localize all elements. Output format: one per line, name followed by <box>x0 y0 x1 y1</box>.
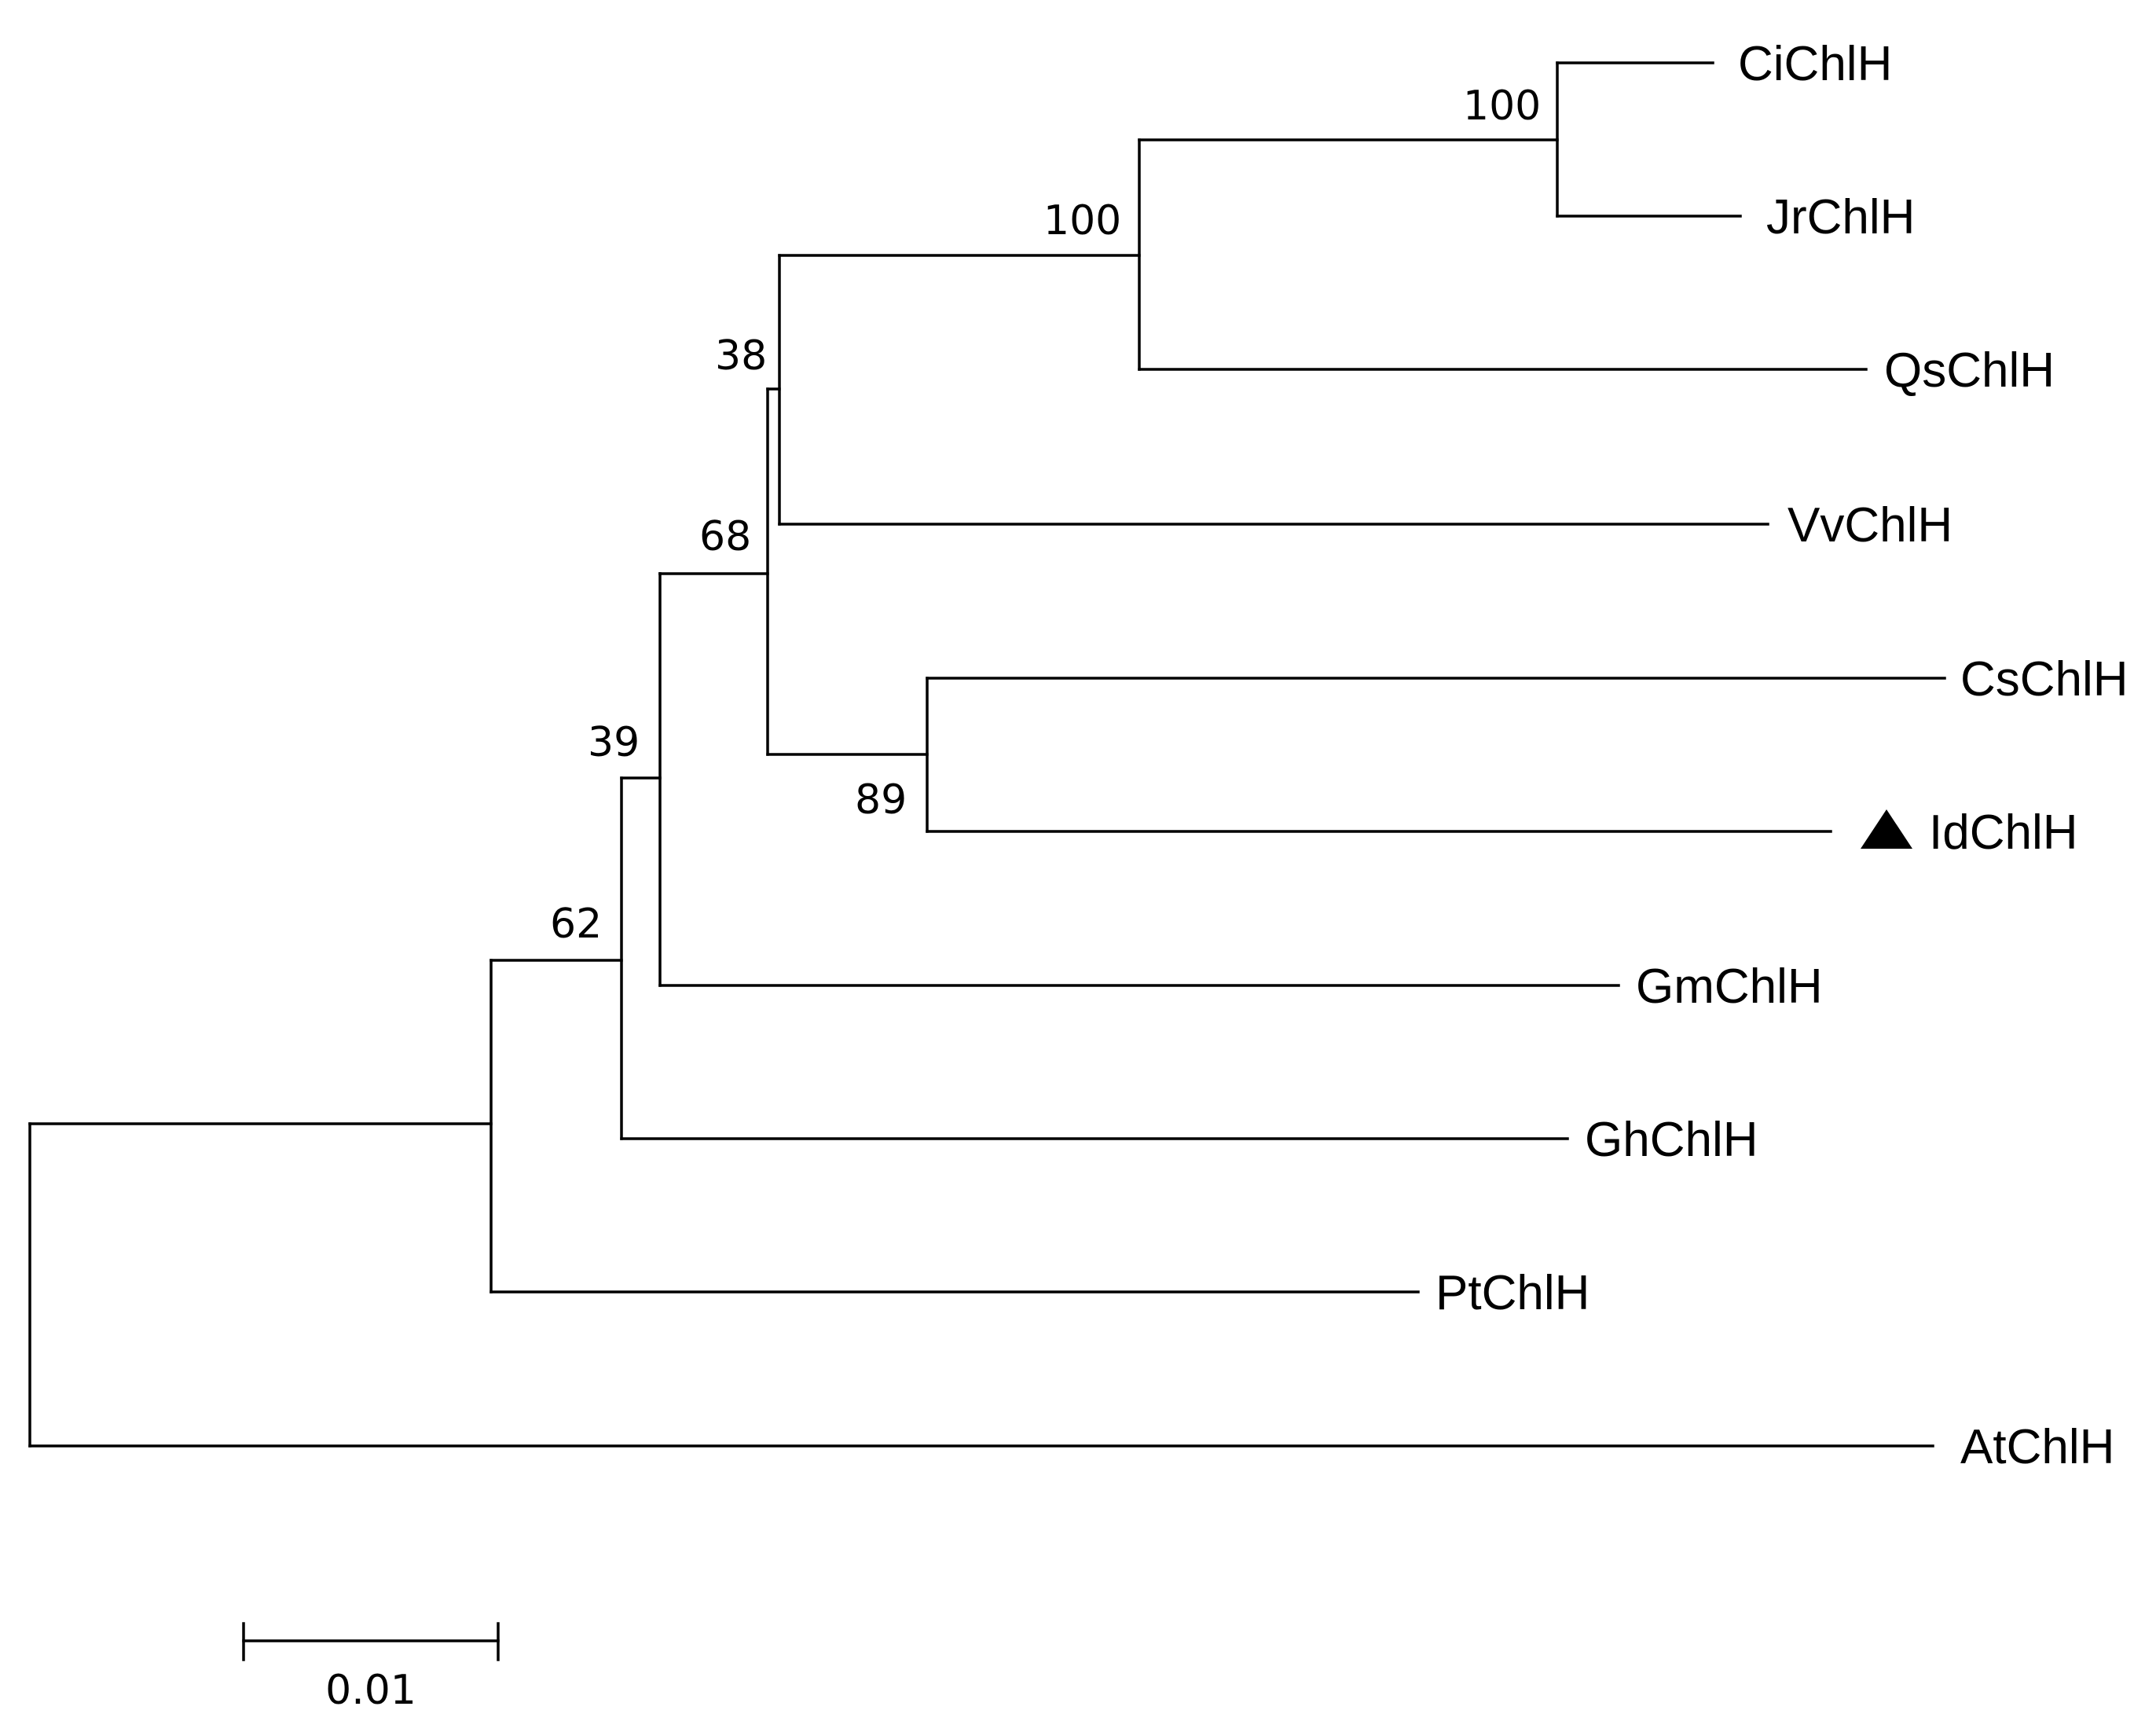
scale-bar: 0.01 <box>242 1622 500 1714</box>
filled-triangle-icon <box>1861 809 1912 849</box>
bootstrap-value: 100 <box>1043 197 1121 244</box>
leaf-label-qs: QsChlH <box>1884 343 2055 398</box>
leaf-label-gm: GmChlH <box>1636 960 1823 1014</box>
tree-branches <box>28 61 1946 1448</box>
bootstrap-value: 62 <box>550 901 602 948</box>
leaf-label-at: AtChlH <box>1960 1420 2114 1474</box>
leaf-label-jr: JrChlH <box>1766 190 1915 244</box>
bootstrap-value: 38 <box>715 332 767 380</box>
leaf-label-pt: PtChlH <box>1436 1266 1590 1320</box>
bootstrap-value: 89 <box>855 776 907 824</box>
leaf-label-cs: CsChlH <box>1960 652 2128 706</box>
leaf-label-gh: GhChlH <box>1585 1113 1758 1167</box>
leaf-label-id: IdChlH <box>1929 805 2078 860</box>
bootstrap-value: 68 <box>699 513 751 560</box>
leaf-label-vv: VvChlH <box>1788 498 1952 552</box>
bootstrap-values: 100 100 38 68 89 39 62 <box>550 83 1541 948</box>
leaf-labels: CiChlH JrChlH QsChlH VvChlH CsChlH IdChl… <box>1436 37 2128 1474</box>
leaf-label-ci: CiChlH <box>1738 37 1892 91</box>
bootstrap-value: 39 <box>588 719 640 766</box>
bootstrap-value: 100 <box>1463 83 1541 130</box>
scale-bar-label: 0.01 <box>325 1667 416 1714</box>
